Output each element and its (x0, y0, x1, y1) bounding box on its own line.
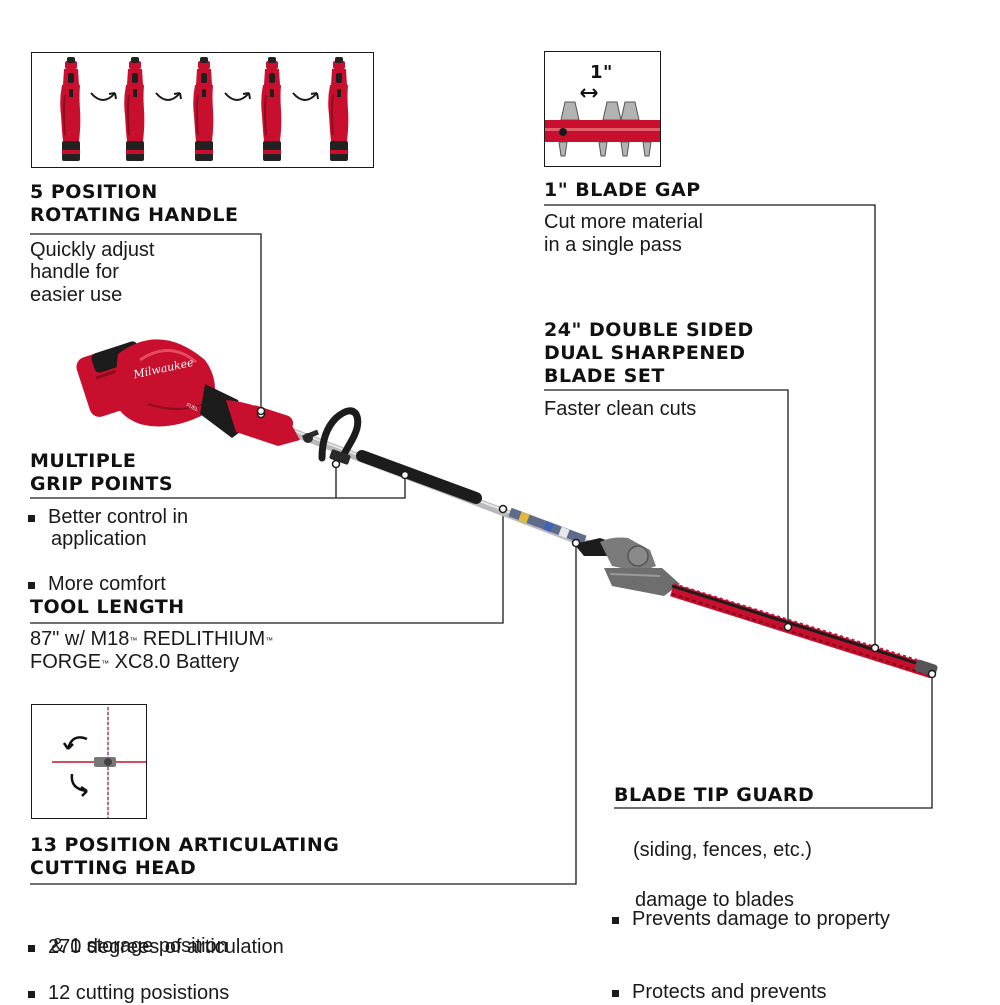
blade-set-title-1: 24" DOUBLE SIDED (544, 319, 754, 341)
leader-grip (30, 477, 406, 499)
blade-gap-desc-2: in a single pass (544, 234, 682, 256)
shaft-label (508, 507, 587, 545)
articulation-illustration (52, 707, 146, 818)
length-title: TOOL LENGTH (30, 596, 185, 618)
blade-set-title-3: BLADE SET (544, 365, 665, 387)
handle-positions-inset (31, 52, 374, 168)
grip-bullet-2: More comfort (26, 573, 1000, 596)
grip-title-2: GRIP POINTS (30, 473, 174, 495)
leader-lines (30, 204, 933, 885)
rear-grip-sleeve (356, 450, 482, 504)
blade-set (670, 583, 938, 679)
leader-length (30, 511, 504, 624)
articulating-bullet-1: 270 degrees of articulation (26, 936, 1000, 959)
articulating-title-2: CUTTING HEAD (30, 857, 197, 879)
blade-gap-inset: 1" (544, 51, 661, 167)
loop-handle (302, 407, 362, 465)
blade-set-title-2: DUAL SHARPENED (544, 342, 746, 364)
grip-bullet-1: Better control in (26, 506, 1000, 529)
grip-title-1: MULTIPLE (30, 450, 137, 472)
articulation-inset (31, 704, 147, 819)
leader-handle (30, 233, 262, 408)
fuel-logo-text: FUEL (185, 402, 199, 413)
articulating-bullet-2-cont: & 1 storage position (51, 935, 228, 957)
trademark-3: ™ (101, 659, 110, 668)
articulating-bullet-2: 12 cutting posistions (26, 982, 1000, 1005)
handle-title-2: ROTATING HANDLE (30, 204, 239, 226)
blade-gap-inset-label: 1" (590, 62, 613, 83)
blade-gap-desc-1: Cut more material (544, 211, 703, 233)
handle-desc-1: Quickly adjust (30, 239, 155, 261)
blade-gap-illustration (545, 88, 660, 157)
length-line-1-a: 87" w/ M18 (30, 628, 130, 650)
handle-desc-3: easier use (30, 284, 123, 306)
length-line-2: FORGE™ XC8.0 Battery (30, 651, 239, 674)
handle-desc-2: handle for (30, 261, 119, 283)
length-line-1-b: REDLITHIUM (137, 628, 266, 650)
trademark-2: ™ (265, 636, 274, 645)
leader-blade-set (544, 389, 789, 627)
tip-guard-bullet-2-cont: damage to blades (635, 889, 795, 911)
length-line-2-b: XC8.0 Battery (109, 651, 240, 673)
trademark-1: ™ (129, 636, 138, 645)
tip-guard-bullet-2: Protects and prevents (610, 981, 1000, 1004)
articulating-head (574, 537, 680, 596)
articulating-title-1: 13 POSITION ARTICULATING (30, 834, 340, 856)
grip-bullet-1-cont: application (51, 528, 147, 550)
leader-blade-gap (544, 204, 876, 647)
tip-guard-bullet-1-cont: (siding, fences, etc.) (633, 839, 812, 861)
length-line-1: 87" w/ M18™ REDLITHIUM™ (30, 628, 273, 651)
blade-gap-title: 1" BLADE GAP (544, 179, 701, 201)
handle-title-1: 5 POSITION (30, 181, 158, 203)
blade-set-desc: Faster clean cuts (544, 398, 697, 420)
tip-guard-bullet-1: Prevents damage to property (610, 908, 1000, 931)
leader-articulating (30, 545, 577, 885)
motor-housing (113, 339, 215, 427)
length-line-2-a: FORGE (30, 651, 102, 673)
tip-guard-title: BLADE TIP GUARD (614, 784, 815, 806)
power-head: Milwaukee FUEL (76, 339, 300, 446)
leader-tip-guard (614, 675, 933, 809)
